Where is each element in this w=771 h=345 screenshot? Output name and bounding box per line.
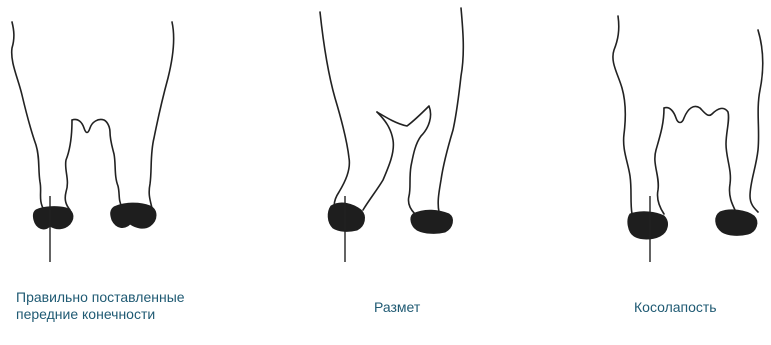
left-leg-outer-contour — [320, 12, 349, 210]
chest-contour — [72, 119, 122, 207]
right-hoof — [716, 210, 757, 235]
left-leg-outer-contour — [613, 16, 632, 214]
diagram-toed-in-stance: Косолапость — [514, 0, 771, 345]
splayed-stance-drawing — [257, 0, 514, 345]
right-leg-outer-contour — [438, 8, 463, 212]
right-leg-outer-contour — [149, 22, 173, 208]
left-leg-outer-contour — [12, 22, 44, 210]
right-hoof — [411, 210, 453, 233]
left-hoof — [33, 207, 73, 229]
caption-splayed-stance: Размет — [374, 299, 494, 316]
diagram-splayed-stance: Размет — [257, 0, 514, 345]
chest-contour — [664, 106, 736, 212]
diagram-correct-stance: Правильно поставленные передние конечнос… — [0, 0, 257, 345]
caption-toed-in-stance: Косолапость — [634, 299, 764, 316]
left-leg-inner-contour — [363, 112, 393, 210]
toed-in-stance-drawing — [514, 0, 771, 345]
left-hoof — [328, 203, 364, 231]
caption-correct-stance: Правильно поставленные передние конечнос… — [16, 289, 206, 323]
left-hoof — [628, 212, 668, 239]
left-leg-inner-contour — [655, 108, 664, 214]
right-hoof — [111, 203, 156, 228]
right-leg-outer-contour — [750, 30, 763, 212]
left-leg-inner-contour — [65, 120, 72, 210]
